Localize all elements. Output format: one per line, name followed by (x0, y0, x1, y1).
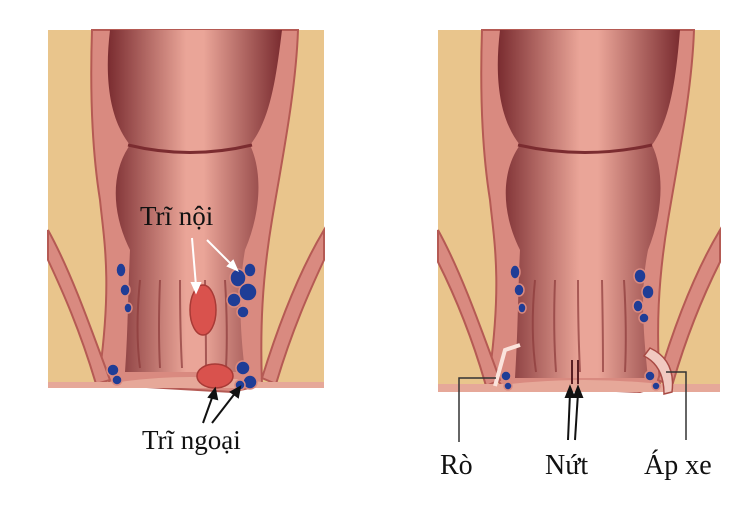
left-sphincter-muscle-r (260, 226, 325, 386)
right-vein-plexus (500, 264, 661, 391)
left-vein-plexus (106, 262, 258, 391)
abscess-area (642, 347, 674, 395)
label-fissure: Nứt (545, 450, 589, 481)
leader-lines (458, 371, 687, 442)
fissure-arrows (564, 384, 584, 441)
label-internal-hemorrhoid: Trĩ nội (140, 201, 214, 231)
internal-arrows (190, 237, 239, 295)
label-abscess: Áp xe (644, 450, 712, 481)
internal-hemorrhoid (189, 284, 217, 336)
right-lumen (497, 30, 680, 378)
external-hemorrhoid (196, 363, 234, 389)
right-mucosal-fold (517, 143, 653, 154)
right-anatomy (437, 29, 721, 442)
right-anal-columns (531, 279, 627, 373)
external-arrows (202, 385, 242, 424)
left-anatomy (47, 29, 325, 424)
label-fistula: Rò (440, 450, 473, 481)
label-external-hemorrhoid: Trĩ ngoại (142, 425, 241, 455)
left-mucosal-fold (127, 143, 253, 154)
fistula-tract (493, 343, 521, 387)
right-sphincter-muscle-l (437, 229, 502, 388)
